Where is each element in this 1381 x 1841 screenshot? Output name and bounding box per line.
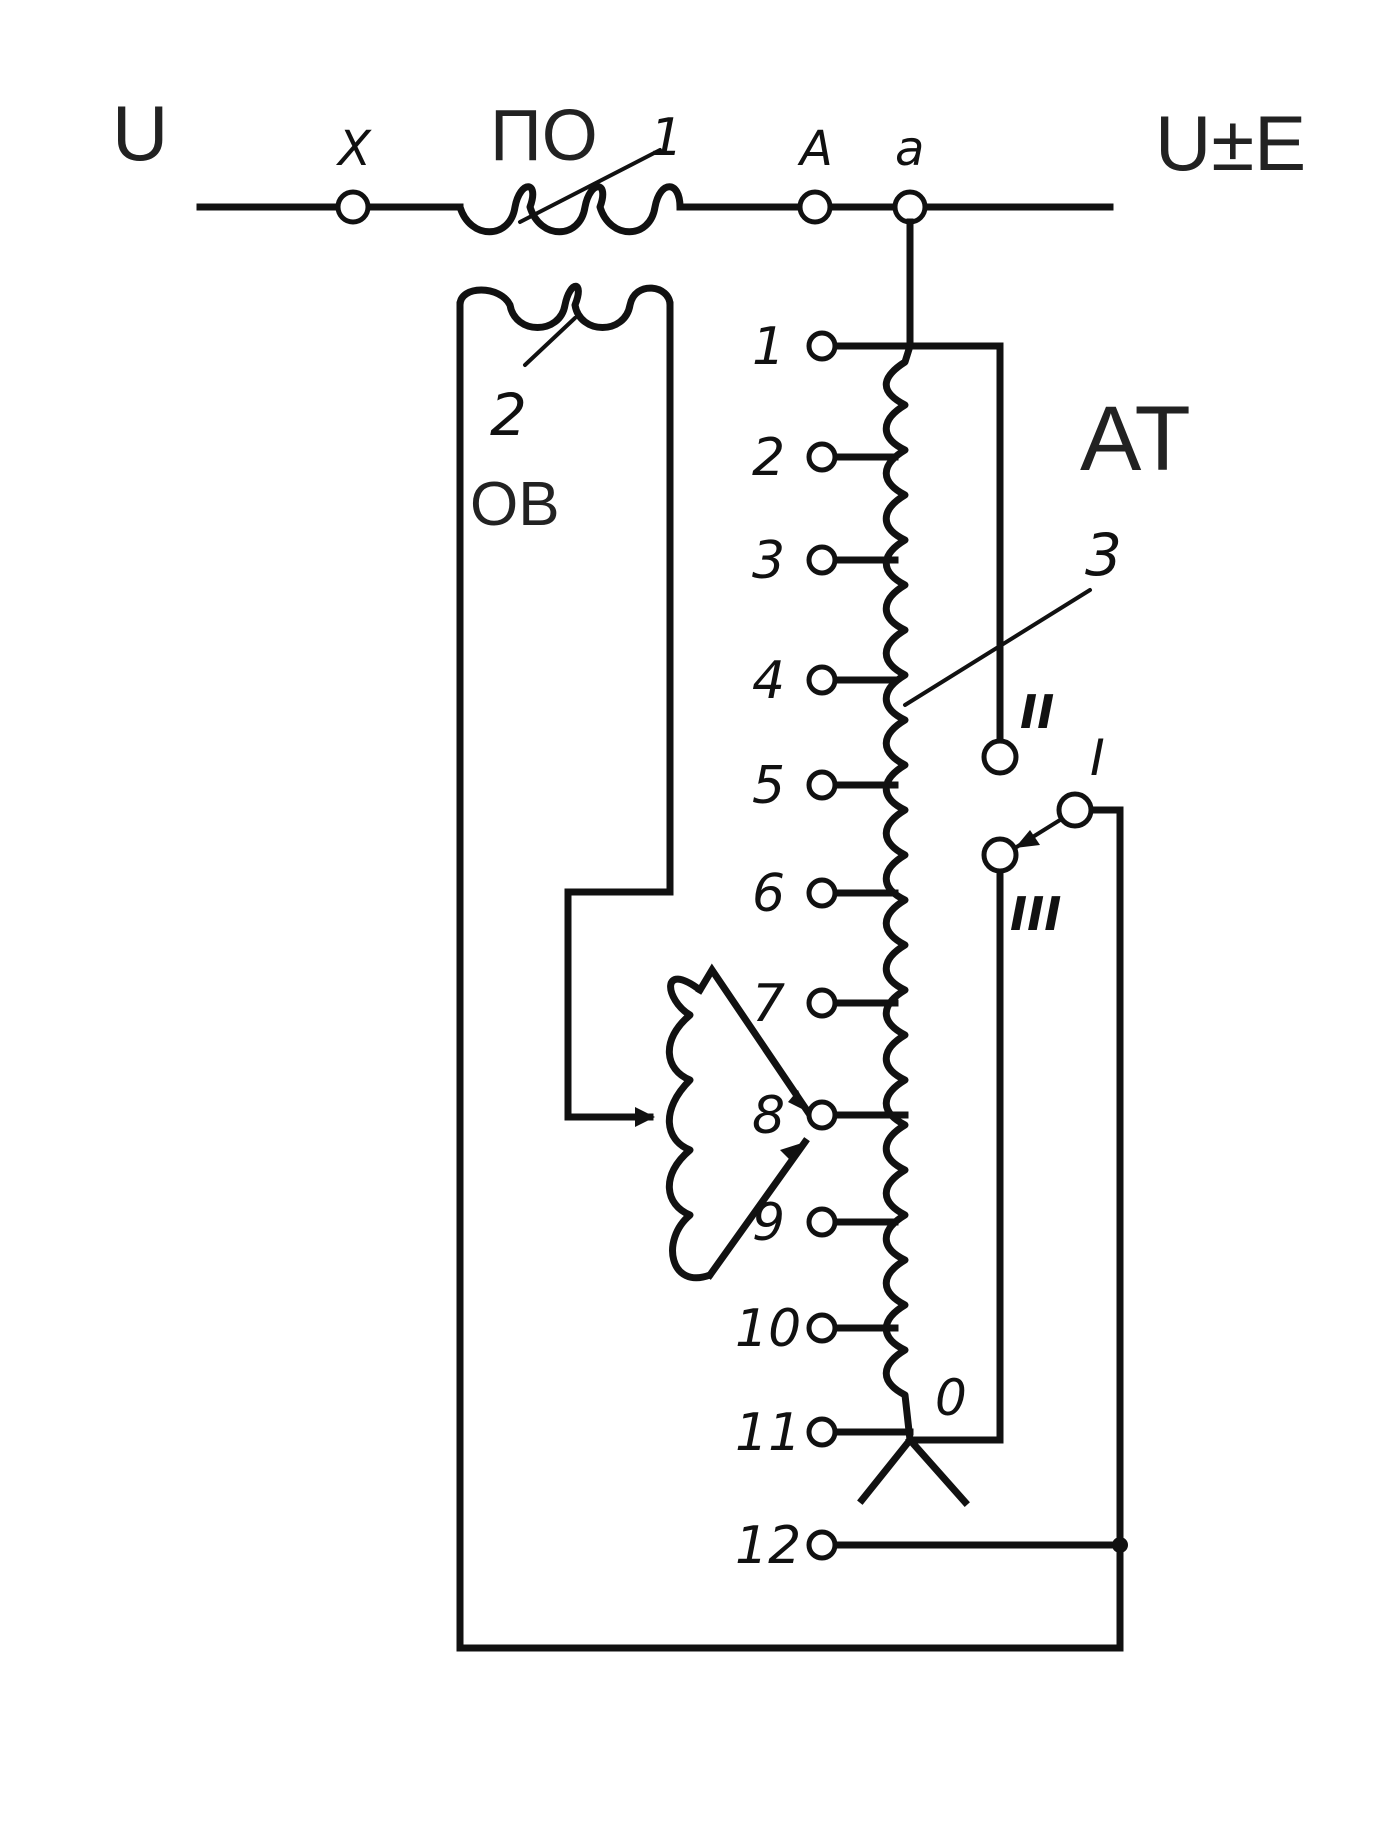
terminal-a-label: a: [895, 121, 924, 177]
junction-dot: [1112, 1537, 1128, 1553]
tap-7-label: 7: [752, 974, 785, 1034]
terminal-A: [797, 189, 833, 225]
switch-III-label: III: [1010, 887, 1061, 941]
terminal-A-label: A: [797, 121, 833, 177]
tap-5-label: 5: [752, 756, 785, 816]
series-winding-coil: [456, 183, 684, 236]
tap-10-label: 10: [735, 1299, 801, 1359]
tap-2-label: 2: [752, 428, 785, 488]
selector-coil: [665, 975, 714, 1281]
terminal-x: [335, 189, 371, 225]
callout-1-label: 1: [650, 108, 683, 168]
tap-1-terminal: [806, 330, 838, 362]
autotransformer-label: AT: [1080, 388, 1191, 490]
tap-6-terminal: [806, 877, 838, 909]
tap-3-terminal: [806, 544, 838, 576]
switch-III-wire: [906, 861, 1004, 1444]
terminal-x-label: X: [335, 121, 372, 177]
excitation-winding-label: OB: [470, 470, 560, 539]
arrow-excitation-icon: [635, 1107, 655, 1127]
tap-12-terminal: [806, 1529, 838, 1561]
terminal-a: [892, 189, 928, 225]
callout-2-leader: [523, 316, 577, 367]
tap-9-terminal: [806, 1206, 838, 1238]
tap-8-label: 8: [752, 1086, 785, 1146]
switch-II-wire: [906, 342, 1004, 744]
tap-9-label: 9: [752, 1193, 785, 1253]
tap-3-label: 3: [752, 531, 785, 591]
callout-3-label: 3: [1085, 521, 1122, 589]
tap-12-label: 12: [735, 1516, 801, 1576]
excitation-winding-coil: [456, 282, 674, 331]
neutral-mark-right: [905, 1435, 970, 1507]
excitation-loop: [456, 301, 1124, 1652]
selector-arm-upper: [695, 963, 813, 1117]
selector-arm-lower: [705, 1137, 810, 1280]
tap-4-label: 4: [752, 651, 785, 711]
series-winding-label: ПО: [490, 96, 598, 176]
tap-2-terminal: [806, 441, 838, 473]
callout-3-leader: [903, 588, 1092, 707]
switch-I-label: I: [1090, 729, 1105, 787]
switch-I-contact: [1056, 791, 1094, 829]
neutral-label: 0: [935, 1369, 967, 1427]
callout-2-label: 2: [490, 381, 527, 449]
tap-10-terminal: [806, 1312, 838, 1344]
tap-11-terminal: [806, 1416, 838, 1448]
arrow-lower-icon: [780, 1142, 805, 1162]
tap-11-label: 11: [735, 1403, 801, 1463]
switch-II-label: II: [1020, 685, 1054, 739]
tap-1-label: 1: [752, 317, 785, 377]
arrow-upper-icon: [788, 1090, 808, 1112]
switch-III-contact: [981, 836, 1019, 874]
tap-5-terminal: [806, 769, 838, 801]
callout-1-leader: [518, 148, 662, 224]
neutral-mark-left: [857, 1435, 915, 1505]
switch-arrow-icon: [1015, 830, 1040, 848]
tap-7-terminal: [806, 987, 838, 1019]
switch-II-contact: [981, 738, 1019, 776]
output-voltage-label: U±E: [1155, 99, 1306, 187]
tap-8-terminal: [806, 1099, 838, 1131]
input-voltage-label: U: [112, 89, 168, 177]
tap-6-label: 6: [752, 864, 785, 924]
tap-4-terminal: [806, 664, 838, 696]
